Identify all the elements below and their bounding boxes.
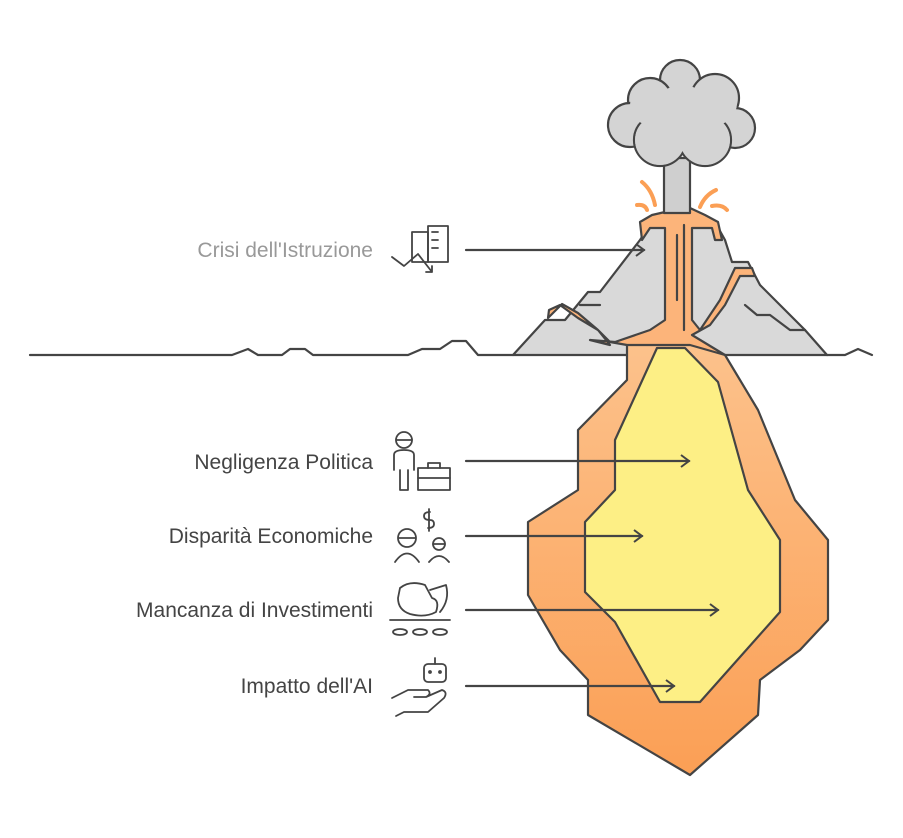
cause-label-economics: Disparità Economiche — [168, 525, 373, 548]
politician-briefcase-icon — [393, 431, 451, 491]
people-money-icon — [394, 508, 450, 563]
declining-buildings-icon — [391, 225, 449, 273]
smoke-cloud — [606, 58, 757, 168]
robot-hand-icon — [391, 657, 447, 717]
title-label: Crisi dell'Istruzione — [197, 239, 373, 262]
magma-chamber-inner — [583, 346, 782, 704]
ground-line — [28, 339, 874, 357]
broken-piggy-bank-icon — [389, 582, 451, 636]
cause-label-politics: Negligenza Politica — [194, 451, 373, 474]
cause-label-ai: Impatto dell'AI — [240, 675, 373, 698]
smoke-column — [662, 156, 692, 215]
cause-label-investment: Mancanza di Investimenti — [136, 599, 373, 622]
lava-conduit — [546, 203, 757, 357]
